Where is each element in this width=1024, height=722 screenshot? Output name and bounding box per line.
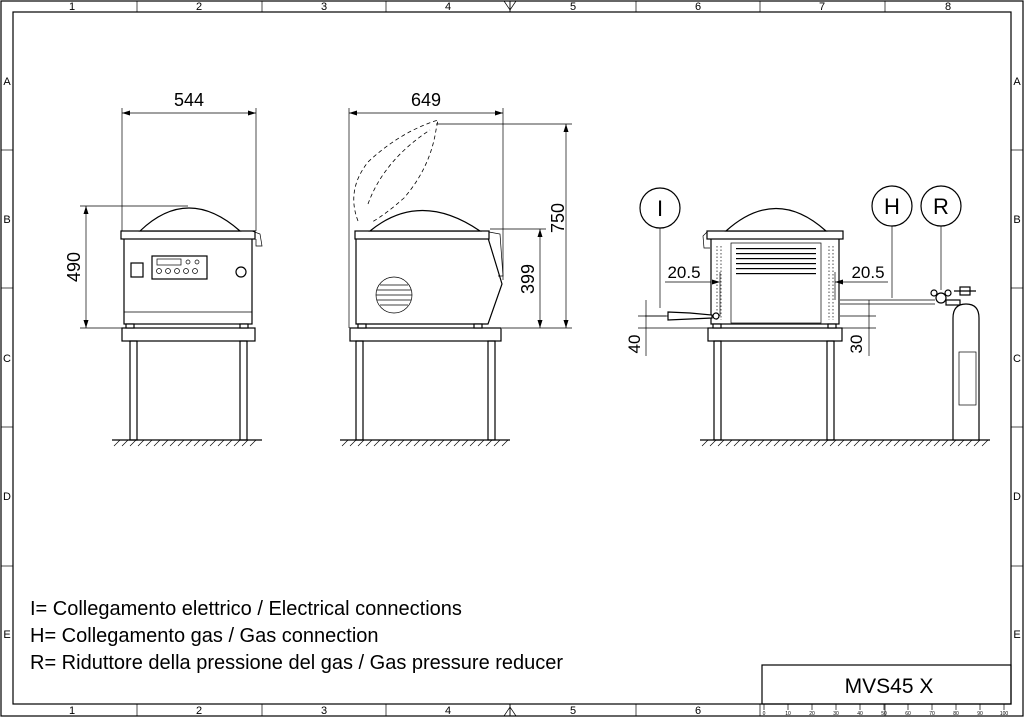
column-label: 4 xyxy=(445,1,451,13)
title-block: 0 10 20 30 40 50 60 70 80 90 100 xyxy=(761,664,1012,717)
scale-tick: 20 xyxy=(809,711,815,717)
column-label: 8 xyxy=(945,1,951,13)
side-table-height-dimension: 399 xyxy=(518,264,538,294)
side-view: 649 750 399 xyxy=(340,90,572,447)
column-label: 3 xyxy=(321,705,327,717)
front-height-dimension: 490 xyxy=(64,252,84,282)
rear-gas-height-dimension: 30 xyxy=(847,335,866,354)
row-label: B xyxy=(3,214,10,226)
column-label: 2 xyxy=(196,1,202,13)
column-label: 4 xyxy=(445,705,451,717)
scale-tick: 50 xyxy=(881,711,887,717)
side-depth-dimension: 649 xyxy=(411,90,441,110)
column-label: 3 xyxy=(321,1,327,13)
rear-electrical-height-dimension: 40 xyxy=(625,335,644,354)
legend-gas: H= Collegamento gas / Gas connection xyxy=(30,625,379,647)
row-label: D xyxy=(3,491,11,503)
gas-callout-label: H xyxy=(884,194,900,219)
scale-tick: 80 xyxy=(953,711,959,717)
rear-right-offset-dimension: 20.5 xyxy=(851,263,884,282)
scale-tick: 70 xyxy=(929,711,935,717)
row-label: A xyxy=(1013,76,1021,88)
electrical-callout-label: I xyxy=(657,196,663,221)
scale-tick: 90 xyxy=(977,711,983,717)
scale-tick: 10 xyxy=(785,711,791,717)
scale-tick: 40 xyxy=(857,711,863,717)
column-label: 7 xyxy=(819,1,825,13)
legend-reducer: R= Riduttore della pressione del gas / G… xyxy=(30,652,564,674)
column-label: 2 xyxy=(196,705,202,717)
row-label: C xyxy=(1013,353,1021,365)
column-label: 5 xyxy=(570,705,576,717)
column-label: 1 xyxy=(69,1,75,13)
row-label: A xyxy=(3,76,11,88)
row-label: D xyxy=(1013,491,1021,503)
column-label: 5 xyxy=(570,1,576,13)
column-label: 6 xyxy=(695,1,701,13)
rear-view: I H R 20.5 20.5 40 30 xyxy=(625,185,990,447)
scale-tick: 30 xyxy=(833,711,839,717)
model-title: MVS45 X xyxy=(844,675,934,698)
scale-tick: 100 xyxy=(1000,711,1009,717)
row-label: B xyxy=(1013,214,1020,226)
front-view: 544 490 xyxy=(64,90,263,447)
legend-electrical: I= Collegamento elettrico / Electrical c… xyxy=(30,598,462,620)
column-label: 1 xyxy=(69,705,75,717)
row-label: C xyxy=(3,353,11,365)
row-label: E xyxy=(1013,629,1020,641)
front-width-dimension: 544 xyxy=(174,90,204,110)
column-label: 6 xyxy=(695,705,701,717)
scale-tick: 60 xyxy=(905,711,911,717)
legend: I= Collegamento elettrico / Electrical c… xyxy=(30,596,563,677)
rear-left-offset-dimension: 20.5 xyxy=(667,263,700,282)
side-open-height-dimension: 750 xyxy=(548,203,568,233)
reducer-callout-label: R xyxy=(933,194,949,219)
row-label: E xyxy=(3,629,10,641)
scale-tick: 0 xyxy=(763,711,766,717)
